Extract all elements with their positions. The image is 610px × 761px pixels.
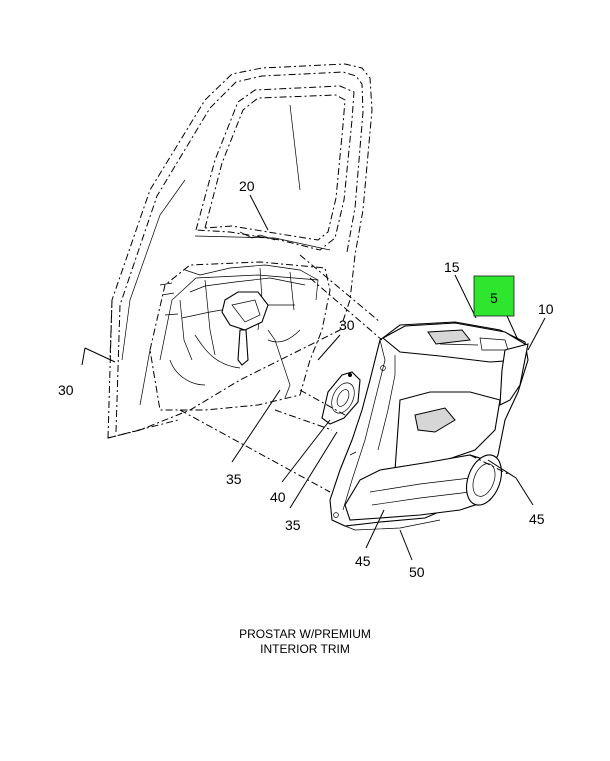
callout-10[interactable]: 10 <box>538 301 554 317</box>
callout-30-left[interactable]: 30 <box>58 382 74 398</box>
callout-5[interactable]: 5 <box>490 290 498 306</box>
callout-45-bottom[interactable]: 45 <box>355 553 371 569</box>
assembly-lines <box>107 254 511 493</box>
speaker <box>321 371 361 425</box>
door-frame <box>107 63 373 439</box>
callout-45-right[interactable]: 45 <box>529 511 545 527</box>
leader-lines <box>81 194 546 561</box>
callout-labels: 20 15 5 10 30 30 35 40 35 45 45 50 <box>58 178 554 580</box>
callout-30-right[interactable]: 30 <box>339 317 355 333</box>
callout-40[interactable]: 40 <box>270 489 286 505</box>
callout-35-upper[interactable]: 35 <box>226 471 242 487</box>
highlight-box <box>473 275 515 317</box>
callout-15[interactable]: 15 <box>444 259 460 275</box>
callout-20[interactable]: 20 <box>239 178 255 194</box>
trim-panel <box>329 321 529 531</box>
caption-title: PROSTAR W/PREMIUM <box>239 627 371 641</box>
callout-35-lower[interactable]: 35 <box>285 517 301 533</box>
callout-50[interactable]: 50 <box>409 564 425 580</box>
caption-subtitle: INTERIOR TRIM <box>260 642 350 656</box>
